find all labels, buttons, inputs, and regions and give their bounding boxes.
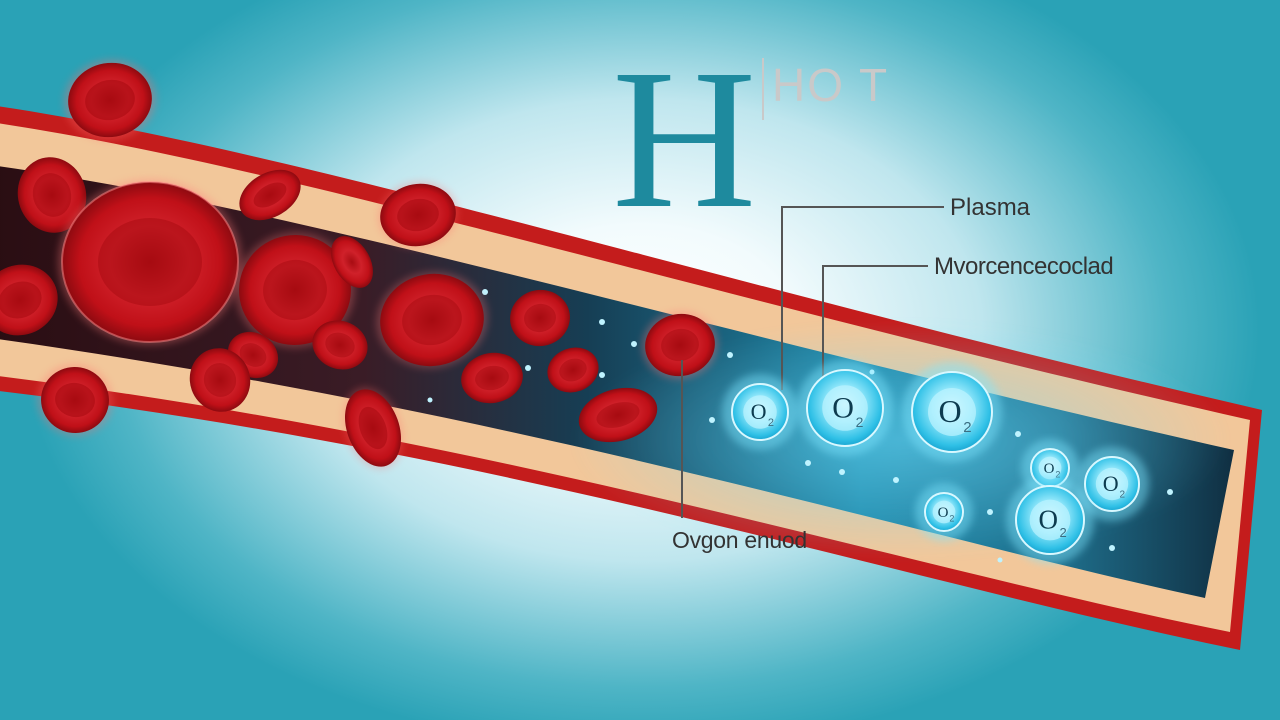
oxygen-subscript: 2 [963,419,971,436]
label-middle: Mvorcencecoclad [934,253,1114,280]
red-blood-cell [461,352,523,404]
red-blood-cell [17,157,87,233]
red-blood-cell [376,271,488,369]
oxygen-symbol: O [1044,461,1055,477]
red-blood-cell [235,231,355,349]
oxygen-subscript: 2 [1060,525,1067,540]
oxygen-subscript: 2 [1055,470,1060,480]
red-blood-cell [64,59,156,141]
red-blood-cell [547,347,599,393]
heading-text: HO T [772,59,890,111]
oxygen-symbol: O [751,399,767,424]
oxygen-symbol: O [1103,471,1119,496]
red-blood-cell [37,363,113,437]
red-blood-cells [0,59,718,469]
red-blood-cell [343,387,403,469]
leader-lines [681,206,944,518]
oxygen-symbol: O [938,505,949,521]
heading-letter: H [612,29,757,250]
red-blood-cell [642,310,718,380]
red-blood-cell [510,289,570,347]
label-bottom: Ovgon enuod [672,527,807,553]
leader-line-plasma [781,206,944,390]
oxygen-symbol: O [832,392,854,425]
red-blood-cell [0,264,58,336]
red-blood-cell [312,320,368,370]
red-blood-cell [58,179,242,345]
leader-line-middle [822,265,928,390]
oxygen-symbol: O [1039,505,1059,535]
oxygen-symbol: O [938,393,961,429]
oxygen-subscript: 2 [1120,490,1126,501]
red-blood-cell [331,236,373,288]
heading-separator [762,58,764,120]
oxygen-subscript: 2 [768,417,774,429]
red-blood-cell [378,181,458,249]
label-plasma: Plasma [950,194,1031,221]
oxygen-subscript: 2 [949,514,954,524]
red-blood-cell [578,387,658,443]
red-blood-cell [239,169,301,221]
oxygen-subscript: 2 [856,414,864,430]
red-blood-cell [189,348,251,412]
